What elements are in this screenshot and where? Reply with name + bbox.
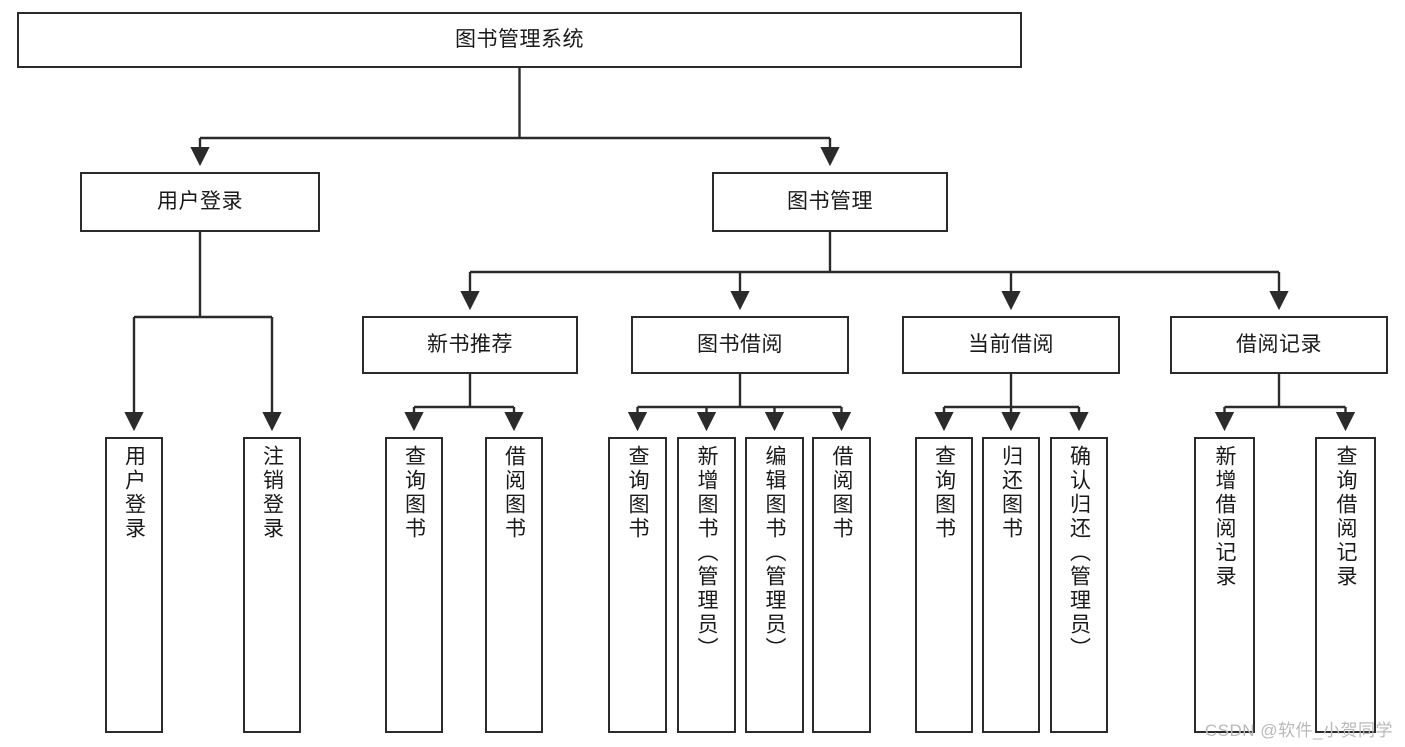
node-leaf-bb-borrow[interactable]: 借阅图书 xyxy=(812,437,871,733)
node-label: 确认归还（管理员） xyxy=(1067,445,1091,661)
node-leaf-user-login[interactable]: 用户登录 xyxy=(105,437,163,733)
node-label: 用户登录 xyxy=(157,189,243,213)
node-borrow-record[interactable]: 借阅记录 xyxy=(1170,316,1388,374)
node-leaf-br-query[interactable]: 查询借阅记录 xyxy=(1315,437,1376,733)
node-label: 新增借阅记录 xyxy=(1213,445,1236,589)
node-current-borrow[interactable]: 当前借阅 xyxy=(902,316,1120,374)
node-label: 查询图书 xyxy=(402,445,426,541)
node-label: 借阅图书 xyxy=(502,445,526,541)
node-leaf-rec-borrow[interactable]: 借阅图书 xyxy=(485,437,543,733)
node-label: 图书管理 xyxy=(787,189,873,213)
node-leaf-bb-query[interactable]: 查询图书 xyxy=(608,437,667,733)
node-root[interactable]: 图书管理系统 xyxy=(17,12,1022,68)
node-book-manage[interactable]: 图书管理 xyxy=(712,172,948,232)
node-leaf-bb-edit[interactable]: 编辑图书（管理员） xyxy=(745,437,804,733)
node-leaf-rec-query[interactable]: 查询图书 xyxy=(385,437,443,733)
node-label: 图书借阅 xyxy=(697,332,783,356)
node-label: 用户登录 xyxy=(122,445,146,541)
node-label: 新增图书（管理员） xyxy=(695,445,718,661)
node-label: 借阅图书 xyxy=(830,445,853,541)
node-label: 查询图书 xyxy=(626,445,649,541)
node-label: 借阅记录 xyxy=(1236,332,1322,356)
node-user-login[interactable]: 用户登录 xyxy=(80,172,320,232)
node-book-borrow[interactable]: 图书借阅 xyxy=(631,316,849,374)
node-leaf-cb-return[interactable]: 归还图书 xyxy=(982,437,1040,733)
node-label: 当前借阅 xyxy=(968,332,1054,356)
node-label: 新书推荐 xyxy=(427,332,513,356)
node-label: 注销登录 xyxy=(260,445,284,541)
node-leaf-bb-add[interactable]: 新增图书（管理员） xyxy=(677,437,736,733)
node-new-book-rec[interactable]: 新书推荐 xyxy=(362,316,578,374)
node-label: 归还图书 xyxy=(999,445,1023,541)
node-label: 图书管理系统 xyxy=(455,27,584,51)
node-leaf-cb-confirm[interactable]: 确认归还（管理员） xyxy=(1050,437,1108,733)
node-leaf-user-logout[interactable]: 注销登录 xyxy=(243,437,301,733)
node-label: 查询图书 xyxy=(932,445,956,541)
node-label: 编辑图书（管理员） xyxy=(763,445,786,661)
node-leaf-br-add[interactable]: 新增借阅记录 xyxy=(1194,437,1255,733)
node-label: 查询借阅记录 xyxy=(1334,445,1357,589)
node-leaf-cb-query[interactable]: 查询图书 xyxy=(915,437,973,733)
